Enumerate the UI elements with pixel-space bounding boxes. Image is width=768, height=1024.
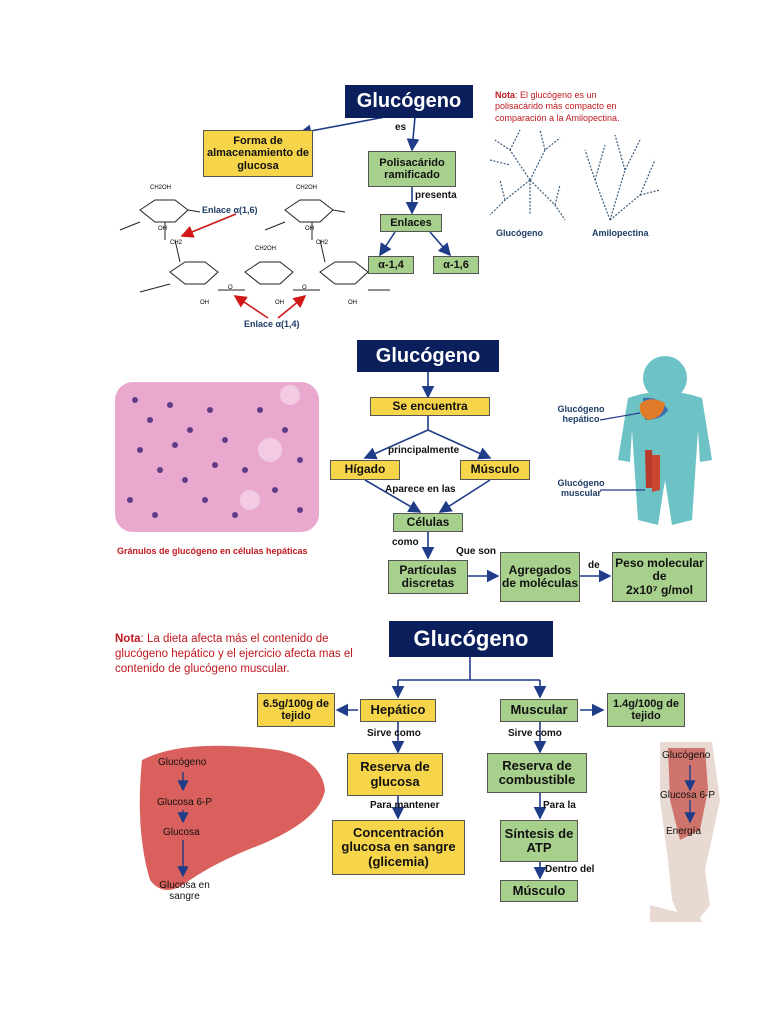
liver-label-glucosa6p: Glucosa 6-P [157,797,213,808]
box-hepatico: Hepático [360,699,436,722]
liver-label-glucogeno: Glucógeno [158,757,207,768]
chem-oh-4: OH [275,300,284,306]
box-enlaces: Enlaces [380,214,442,232]
box-musculo: Músculo [460,460,530,480]
label-para-mantener: Para mantener [370,800,440,811]
box-polisacarido: Polisacárido ramificado [368,151,456,187]
chem-o-2: O [302,285,307,291]
label-que-son: Que son [456,546,497,557]
glycogen-structure [119,199,390,293]
chem-ch2-1: CH2 [170,240,183,246]
label-principalmente: principalmente [388,445,460,456]
arrow-enlaces-a14 [379,231,396,257]
chem-oh-2: OH [305,226,314,232]
arrow-higado [363,429,429,460]
arrow-enlace14-left [233,295,269,319]
label-como: como [392,537,419,548]
chem-ch2oh-1: CH2OH [150,185,172,191]
caption-histology: Gránulos de glucógeno en células hepátic… [117,546,308,556]
chem-ch2oh-2: CH2OH [296,185,318,191]
box-alpha-1-4: α-1,4 [368,256,414,274]
label-enlace-1-6: Enlace α(1,6) [202,205,258,215]
note-text: : El glucógeno es un polisacárido más co… [495,90,620,123]
arrow-enlaces-a16 [429,231,452,257]
note-section3: Nota: La dieta afecta más el contenido d… [115,632,377,677]
caption-amilopectina: Amilopectina [592,228,649,238]
label-glucogeno-hepatico: Glucógeno hepático [557,404,605,424]
glycogen-branch-sketch [489,129,566,221]
title-section1: Glucógeno [345,85,473,118]
label-glucogeno-muscular: Glucógeno muscular [557,478,605,498]
label-es: es [395,122,407,133]
box-forma-almacenamiento: Forma de almacenamiento de glucosa [203,130,313,177]
box-celulas: Células [393,513,463,532]
arrow-higado-celulas [364,479,422,513]
arrow-title-forma [298,116,386,138]
leg-illustration [650,742,720,922]
note-section1: Nota: El glucógeno es un polisacárido má… [495,90,637,124]
arrow-enlace16 [180,213,237,238]
chem-ch2-2: CH2 [316,240,329,246]
box-reserva-combustible: Reserva de combustible [487,753,587,793]
body-silhouette [618,356,712,525]
label-sirve-como-1: Sirve como [367,728,421,739]
label-dentro-del: Dentro del [545,864,595,875]
label-enlace-1-4: Enlace α(1,4) [244,319,300,329]
box-higado: Hígado [330,460,400,480]
leg-label-glucosa6p: Glucosa 6-P [660,790,716,801]
label-de: de [588,560,600,571]
box-se-encuentra: Se encuentra [370,397,490,416]
arrow-musculo-celulas [438,479,491,513]
label-para-la: Para la [543,800,576,811]
box-hep-val: 6.5g/100g de tejido [257,693,335,727]
label-aparece: Aparece en las [385,484,456,495]
arrow-musculo [427,429,492,460]
liver-label-glucosa: Glucosa [163,827,200,838]
arrow-title-polisacarido [406,116,420,152]
box-reserva-glucosa: Reserva de glucosa [347,753,443,796]
label-presenta: presenta [415,190,457,201]
leg-label-energia: Energía [666,826,702,837]
box-concentracion: Concentración glucosa en sangre (glicemi… [332,820,465,875]
chem-oh-5: OH [348,300,357,306]
histology-image [115,382,319,532]
chem-o-1: O [228,285,233,291]
box-alpha-1-6: α-1,6 [433,256,479,274]
box-peso-molecular: Peso molecular de 2x10⁷ g/mol [612,552,707,602]
note3-label: Nota [115,633,141,645]
box-sintesis-atp: Síntesis de ATP [500,820,578,862]
chem-ch2oh-3: CH2OH [255,246,277,252]
box-agregados: Agregados de moléculas [500,552,580,602]
arrow-enlace14-right [277,294,307,319]
amylopectin-branch-sketch [584,134,661,221]
box-mus-val: 1.4g/100g de tejido [607,693,685,727]
title-section3: Glucógeno [389,621,553,657]
liver-label-glucosa-sangre: Glucosa en sangre [159,880,210,902]
chem-oh-3: OH [200,300,209,306]
leg-label-glucogeno: Glucógeno [662,750,711,761]
box-muscular: Muscular [500,699,578,722]
peso-line2: 2x10⁷ g/mol [626,582,693,597]
box-musculo-final: Músculo [500,880,578,902]
note3-text: : La dieta afecta más el contenido de gl… [115,633,353,675]
chem-oh-1: OH [158,226,167,232]
box-particulas: Partículas discretas [388,560,468,594]
caption-glucogeno: Glucógeno [496,228,543,238]
note-label: Nota [495,90,515,100]
title-section2: Glucógeno [357,340,499,372]
peso-line1: Peso molecular de [615,556,704,584]
label-sirve-como-2: Sirve como [508,728,562,739]
